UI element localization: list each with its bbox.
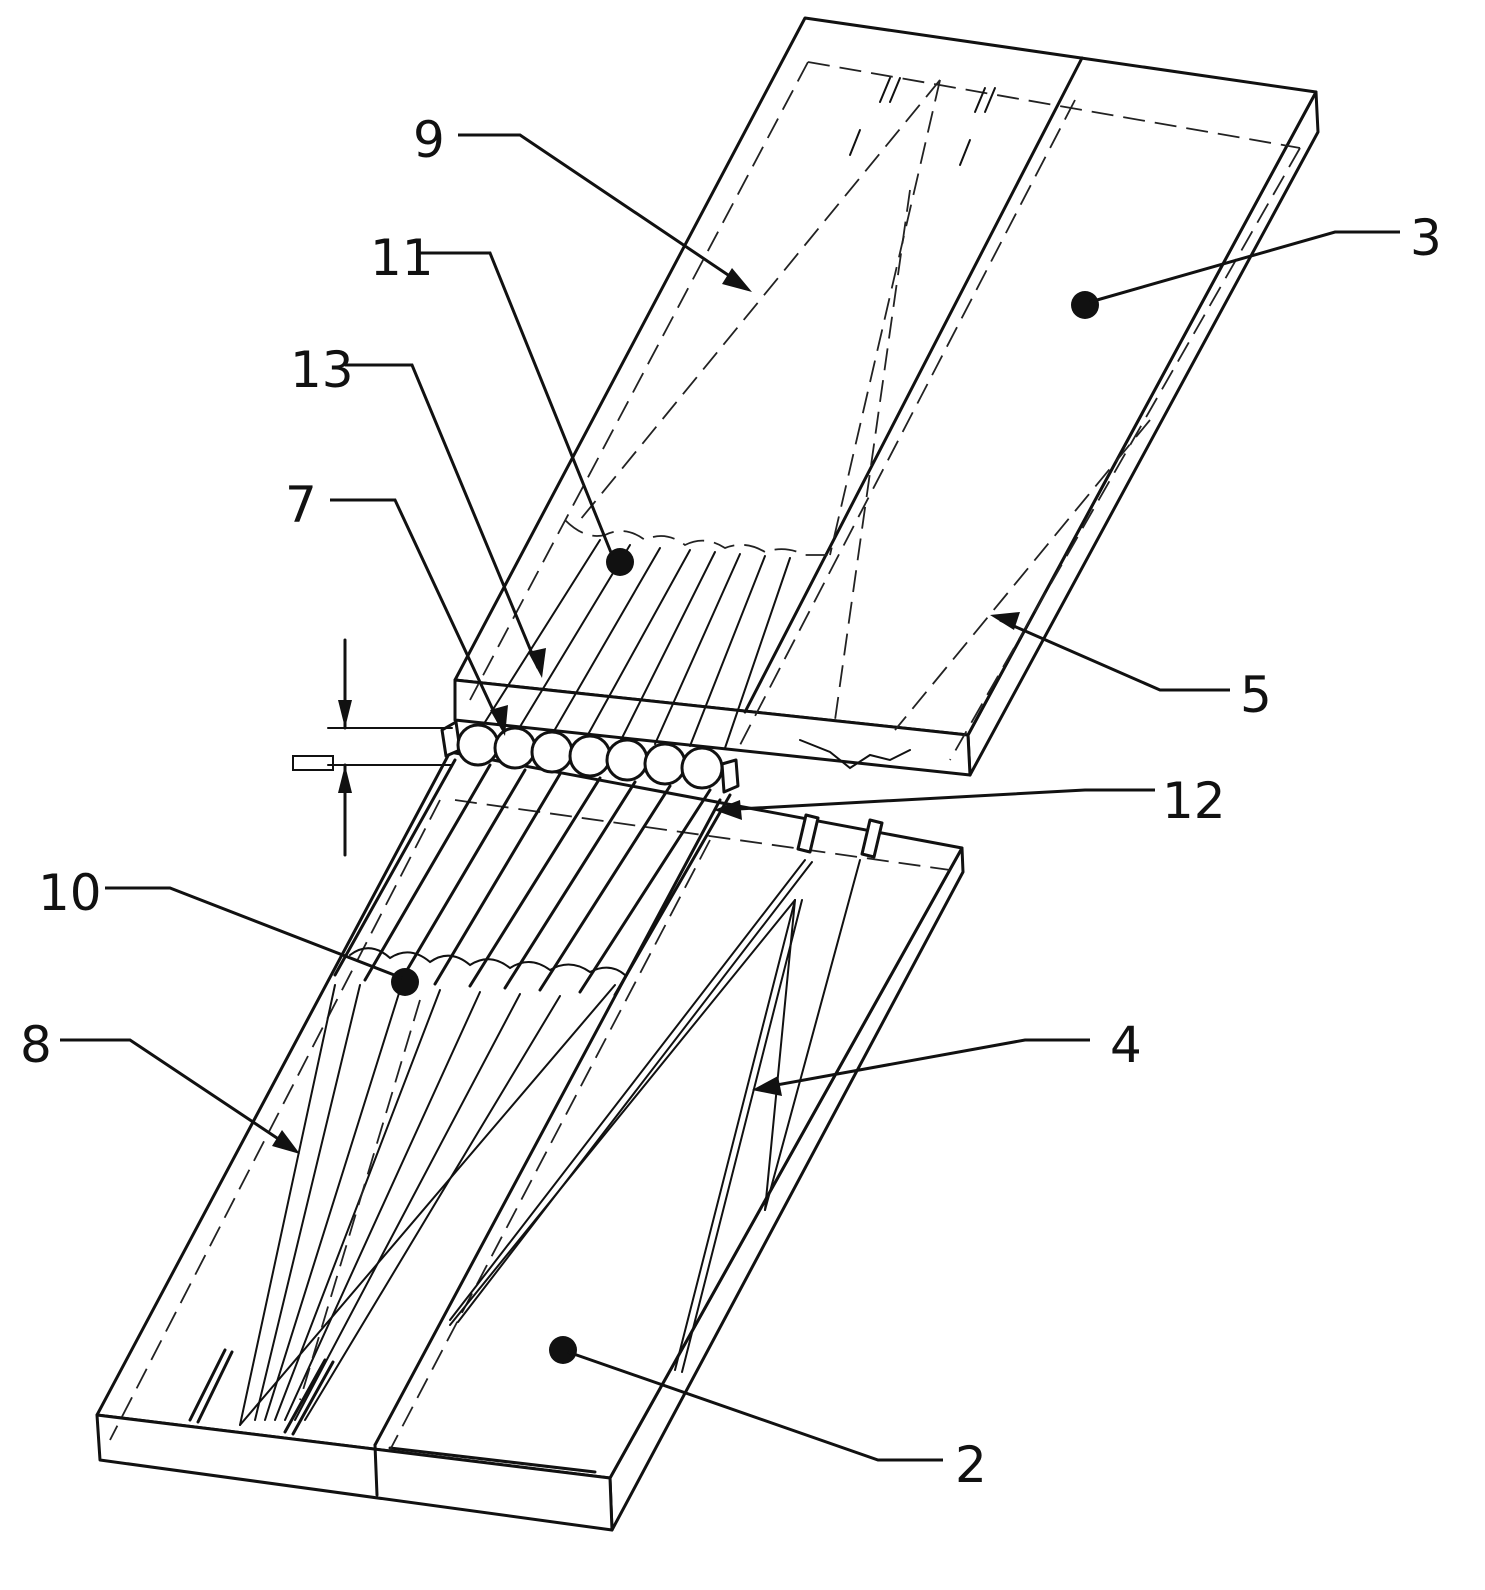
lower-slot-left-2 [196,1350,234,1424]
lower-slot-left-1 [188,1348,227,1422]
rod-ends-row [440,720,740,794]
upper-plate-hidden-top [807,61,1301,149]
lower-converging-lines [239,984,616,1426]
rod-end-circle-2 [493,726,537,770]
marker-dot-2 [549,1336,577,1364]
lower-plate-front-thick-edge [388,1446,597,1474]
callout-10: 10 [38,864,102,922]
lower-hidden-left [109,799,441,1441]
upper-slot-1 [879,77,891,103]
upper-slot-3 [974,87,986,113]
upper-plate-hidden-seam [739,99,1076,746]
upper-plate-front-face [453,678,972,777]
lower-plate-front-face [95,1413,614,1532]
clip-left-icon [796,813,820,854]
callout-3: 3 [1410,209,1442,267]
rod-end-circle-4 [568,734,612,778]
lower-hidden-seam [389,839,711,1451]
clip-right-icon [860,818,884,859]
leader-9 [458,133,741,285]
marker-dot-3 [1071,291,1099,319]
rod-end-circle-5 [605,738,649,782]
upper-plate [453,16,1320,777]
leader-2 [567,1350,943,1462]
upper-plate-hidden-left [469,61,809,701]
lower-rod-bundle [333,758,732,997]
callout-8: 8 [20,1016,52,1074]
rod-end-circle-6 [643,742,687,786]
marker-dot-10 [391,968,419,996]
leader-7 [330,498,502,726]
lower-plate-front-seam [373,1443,379,1497]
rod-end-circle-3 [530,730,574,774]
callout-5: 5 [1240,666,1272,724]
lower-slot-right-2 [291,1360,335,1436]
upper-slot-2 [889,77,901,103]
callout-labels: 9 11 13 7 3 5 12 10 8 4 2 [20,111,1442,1494]
upper-channel-lines [479,539,791,749]
lower-scallop-edge [349,947,626,976]
fan-5-line-b [894,419,1151,731]
upper-slot-4 [984,87,996,113]
callout-2: 2 [955,1436,987,1494]
rod-end-cap-right [720,758,740,794]
callout-4: 4 [1110,1016,1142,1074]
leader-13 [345,363,540,669]
upper-fan-line-right [829,79,941,556]
leader-8 [60,1038,293,1150]
lower-fan-4 [449,859,861,1373]
callout-7: 7 [285,476,317,534]
dimension-mark [292,638,453,857]
marker-dot-11 [606,548,634,576]
callout-9: 9 [413,111,445,169]
upper-front-break [799,739,911,770]
rod-end-circle-7 [680,746,724,790]
upper-slot-5 [849,129,861,156]
leader-lines [60,133,1400,1462]
leader-4 [759,1038,1090,1090]
callout-11: 11 [370,229,434,287]
leader-10 [105,886,403,980]
lower-dash-centerline [299,999,421,1401]
leader-5 [999,618,1230,692]
leader-11 [420,251,614,556]
upper-plate-hidden-right [949,147,1301,761]
leader-3 [1089,230,1400,304]
lower-plate-seam [373,798,722,1447]
leader-12 [719,788,1155,812]
rod-end-circle-1 [456,723,500,767]
dimension-tag [292,755,334,771]
callout-12: 12 [1162,772,1226,830]
upper-slot-6 [959,139,971,166]
upper-plate-seam [743,56,1084,714]
callout-13: 13 [290,341,354,399]
lower-slot-right-1 [283,1358,327,1434]
fan-5-line-a [834,189,911,721]
lower-plate [95,750,965,1532]
